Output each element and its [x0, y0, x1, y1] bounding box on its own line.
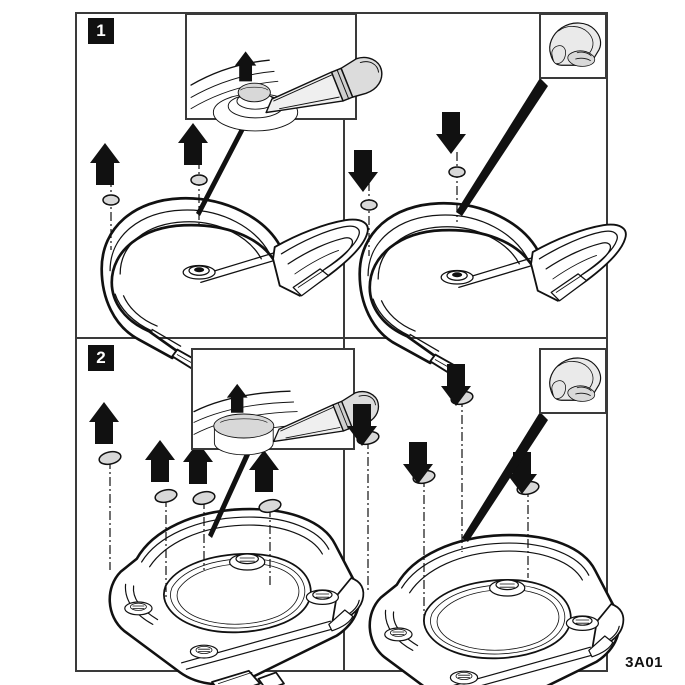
sheet-border: [75, 12, 608, 672]
panel-divider-horizontal: [75, 337, 608, 339]
step-number-badge-1: 1: [88, 18, 114, 44]
step-number-badge-2: 2: [88, 345, 114, 371]
panel-divider-vertical-step2: [343, 339, 345, 670]
reference-code: 3A01: [625, 654, 663, 671]
panel-divider-vertical-step1: [343, 14, 345, 337]
